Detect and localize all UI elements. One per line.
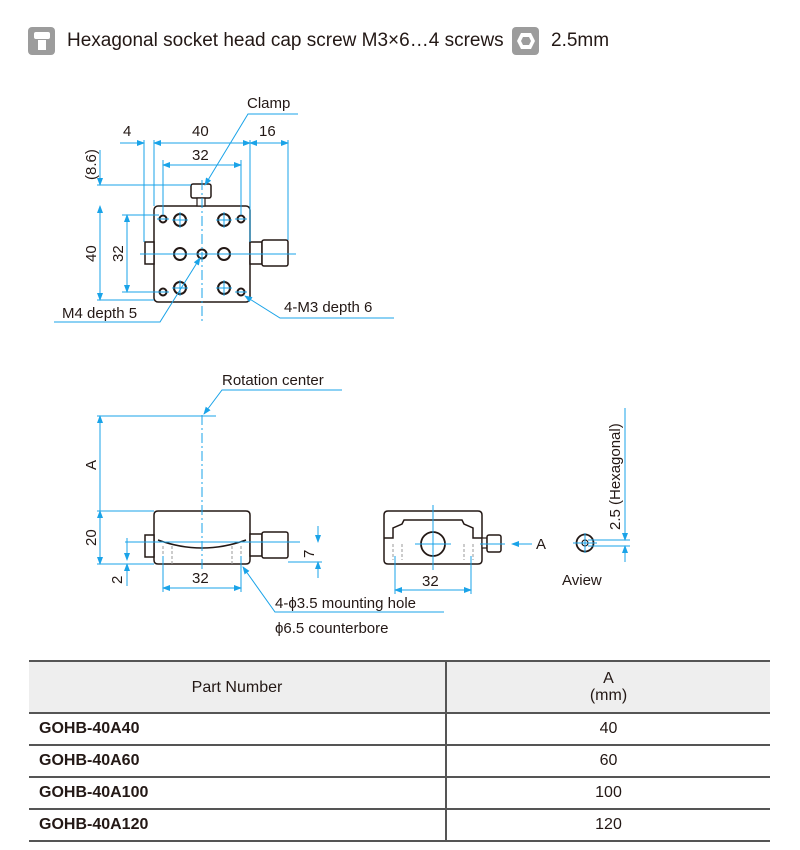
adjuster-knob-side	[261, 531, 289, 559]
a-view: 2.5 (Hexagonal) Aview	[562, 408, 630, 589]
front-view: 32 A	[383, 505, 546, 594]
a-view-label: Aview	[562, 572, 602, 589]
a-value-cell: 120	[446, 809, 770, 842]
mounting-hole-label: 4-ϕ3.5 mounting hole	[275, 595, 416, 612]
a-value-cell: 40	[446, 713, 770, 746]
clamp-label: Clamp	[247, 95, 290, 112]
a-value-cell: 100	[446, 777, 770, 810]
header-a: A(mm)	[446, 660, 770, 714]
part-number-cell: GOHB-40A120	[29, 809, 447, 842]
adjuster-collar	[249, 241, 263, 265]
m3-label: 4-M3 depth 6	[284, 299, 372, 316]
dim-32-height: 32	[110, 245, 127, 262]
dim-40-height: 40	[83, 245, 100, 262]
a-value-cell: 60	[446, 745, 770, 778]
header-a-label: A	[603, 670, 614, 687]
side-view: Rotation center A 20 2 32 7 4-ϕ3.5 mount…	[83, 372, 444, 637]
table-row: GOHB-40A120 120	[29, 809, 770, 842]
adjuster-knob	[261, 239, 289, 267]
dim-7: 7	[301, 550, 318, 558]
m4-label: M4 depth 5	[62, 305, 137, 322]
top-view: Clamp 4 40 16 32 (8.6) 40 32 M4 depth 5 …	[54, 95, 394, 323]
dim-16: 16	[259, 123, 276, 140]
cap-screw-icon	[28, 27, 55, 55]
table-row: GOHB-40A100 100	[29, 777, 770, 810]
hex-wrench-icon	[512, 27, 539, 55]
dim-A: A	[83, 460, 100, 470]
dim-32-front: 32	[422, 573, 439, 590]
dim-40-width: 40	[192, 123, 209, 140]
hex-wrench-size: 2.5mm	[551, 30, 610, 51]
part-number-cell: GOHB-40A100	[29, 777, 447, 810]
dim-20: 20	[83, 529, 100, 546]
screw-spec-text: Hexagonal socket head cap screw M3×6…4 s…	[67, 30, 504, 51]
screw-spec: Hexagonal socket head cap screw M3×6…4 s…	[28, 26, 504, 56]
table-row: GOHB-40A60 60	[29, 745, 770, 778]
clamp-knob	[190, 183, 212, 199]
header-a-unit: (mm)	[589, 687, 628, 704]
dim-32-side: 32	[192, 570, 209, 587]
part-number-cell: GOHB-40A40	[29, 713, 447, 746]
hex-wrench-spec: 2.5mm	[512, 26, 609, 56]
left-stop	[144, 241, 155, 265]
technical-drawing: Clamp 4 40 16 32 (8.6) 40 32 M4 depth 5 …	[54, 95, 630, 637]
table-row: GOHB-40A40 40	[29, 713, 770, 746]
header-part-number: Part Number	[29, 660, 447, 714]
parts-table: Part Number A(mm) GOHB-40A40 40 GOHB-40A…	[29, 660, 770, 842]
hex-dim-label: 2.5 (Hexagonal)	[607, 423, 624, 530]
counterbore-label: ϕ6.5 counterbore	[275, 620, 388, 637]
dim-32-width: 32	[192, 147, 209, 164]
dim-8-6: (8.6)	[83, 149, 100, 180]
view-arrow-label: A	[536, 536, 546, 553]
part-number-cell: GOHB-40A60	[29, 745, 447, 778]
dim-2: 2	[109, 576, 126, 584]
dim-4: 4	[123, 123, 131, 140]
table-header-row: Part Number A(mm)	[29, 660, 770, 714]
rotation-center-label: Rotation center	[222, 372, 324, 389]
